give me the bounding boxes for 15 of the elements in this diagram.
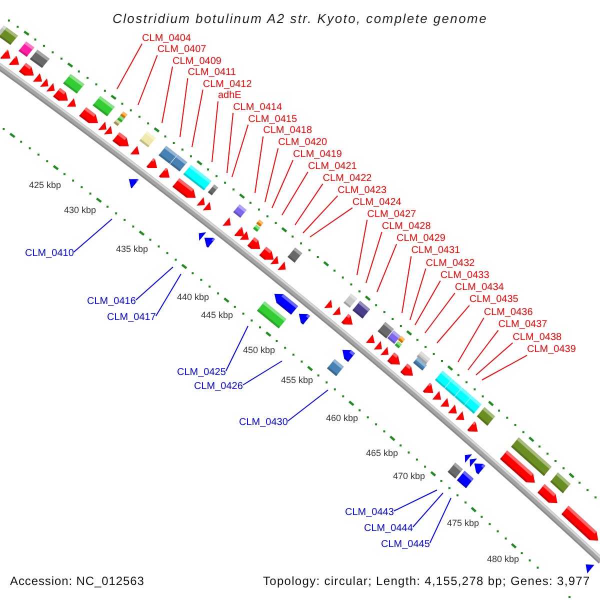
genome-summary-text: Topology: circular; Length: 4,155,278 bp; Genes: 3,977 — [263, 574, 590, 588]
scale-label: 425 kbp — [28, 180, 62, 190]
scale-label: 480 kbp — [486, 554, 520, 564]
scale-label: 445 kbp — [200, 310, 234, 320]
scale-label: 465 kbp — [366, 448, 398, 458]
scale-label: 435 kbp — [116, 244, 148, 254]
scale-label: 475 kbp — [446, 518, 480, 528]
scale-label: 460 kbp — [326, 413, 358, 423]
scale-label: 455 kbp — [280, 375, 314, 385]
scale-label: 450 kbp — [242, 345, 276, 355]
map-title: Clostridium botulinum A2 str. Kyoto, complete genome — [112, 11, 488, 26]
scale-label: 440 kbp — [176, 292, 210, 302]
accession-text: Accession: NC_012563 — [10, 574, 144, 588]
scale-label: 430 kbp — [64, 205, 96, 215]
scale-label: 470 kbp — [392, 471, 426, 481]
